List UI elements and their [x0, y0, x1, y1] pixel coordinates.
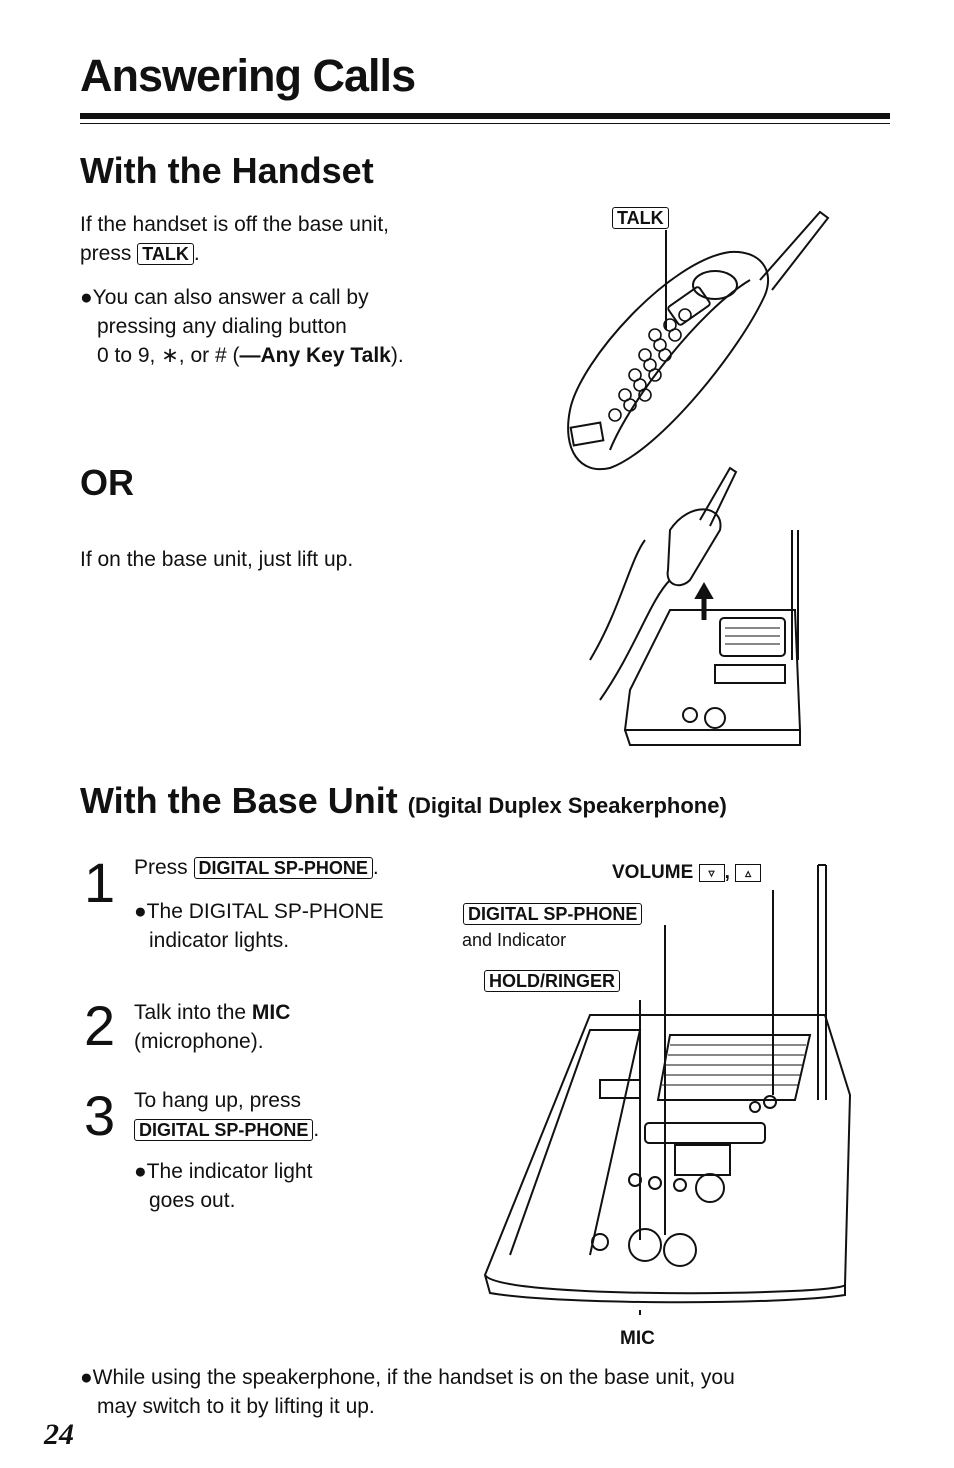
step-3-note: ●The indicator light goes out.	[134, 1160, 313, 1212]
step-3-number: 3	[84, 1084, 116, 1147]
diagram-hold-ringer-key: HOLD/RINGER	[484, 970, 620, 992]
lift-instruction: If on the base unit, just lift up.	[80, 548, 354, 571]
volume-up-icon: ▵	[735, 863, 762, 882]
base-unit-illustration	[483, 864, 852, 1315]
step-3-text: To hang up, press DIGITAL SP-PHONE.	[134, 1089, 320, 1141]
lift-handset-illustration	[589, 466, 802, 746]
digital-sp-phone-key: DIGITAL SP-PHONE	[193, 857, 373, 879]
and-indicator-label: and Indicator	[462, 930, 567, 950]
talk-key: TALK	[137, 243, 194, 265]
title-rule	[80, 113, 890, 119]
diagram-talk-label: TALK	[612, 207, 669, 229]
digital-sp-phone-key-2: DIGITAL SP-PHONE	[134, 1119, 314, 1141]
step-2-text: Talk into the MIC (microphone).	[134, 1001, 291, 1053]
page-title: Answering Calls	[80, 50, 416, 101]
handset-heading: With the Handset	[80, 150, 374, 191]
speakerphone-switch-note: ●While using the speakerphone, if the ha…	[80, 1366, 735, 1418]
step-1-note: ●The DIGITAL SP-PHONE indicator lights.	[134, 900, 384, 952]
step-1-text: Press DIGITAL SP-PHONE.	[134, 856, 379, 879]
step-1-number: 1	[84, 851, 116, 914]
title-rule-thin	[80, 123, 890, 124]
volume-label: VOLUME ▿, ▵	[612, 862, 762, 884]
page-number: 24	[44, 1418, 74, 1451]
base-unit-subheading: (Digital Duplex Speakerphone)	[407, 793, 727, 818]
step-2-number: 2	[84, 994, 116, 1057]
handset-illustration	[567, 210, 830, 471]
or-heading: OR	[80, 462, 134, 503]
any-key-talk-note: ●You can also answer a call by pressing …	[80, 286, 404, 367]
handset-instruction: If the handset is off the base unit, pre…	[80, 213, 389, 265]
base-unit-heading: With the Base Unit (Digital Duplex Speak…	[80, 780, 727, 821]
mic-label: MIC	[620, 1328, 655, 1349]
volume-down-icon: ▿	[698, 863, 725, 882]
diagram-digital-key: DIGITAL SP-PHONE	[463, 903, 643, 925]
